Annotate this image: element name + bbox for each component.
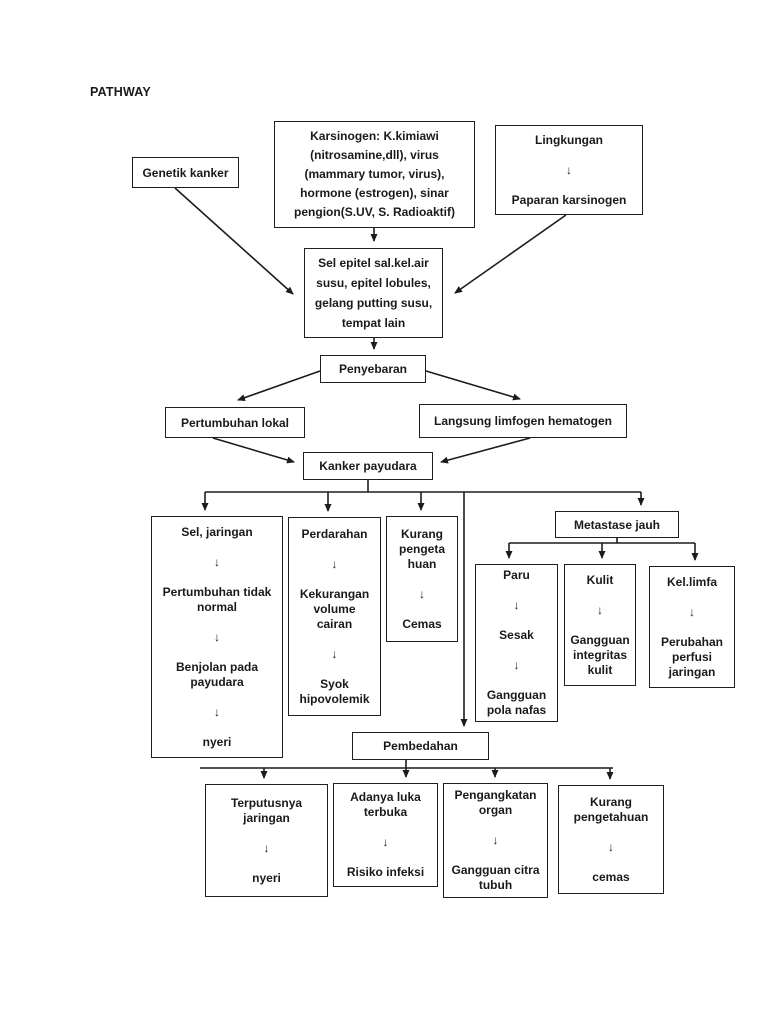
- node-sel-epitel: Sel epitel sal.kel.air susu, epitel lobu…: [304, 248, 443, 338]
- node-lingkungan: Lingkungan ↓ Paparan karsinogen: [495, 125, 643, 215]
- node-kulit-gangguan-integritas: Kulit ↓ Gangguan integritas kulit: [564, 564, 636, 686]
- page-title: PATHWAY: [90, 85, 151, 99]
- node-paru-gangguan-pola-nafas: Paru ↓ Sesak ↓ Gangguan pola nafas: [475, 564, 558, 722]
- node-terputusnya-jaringan-nyeri: Terputusnya jaringan ↓ nyeri: [205, 784, 328, 897]
- node-kurang-pengetahuan-cemas-2: Kurang pengetahuan ↓ cemas: [558, 785, 664, 894]
- node-pembedahan: Pembedahan: [352, 732, 489, 760]
- node-genetik-kanker: Genetik kanker: [132, 157, 239, 188]
- node-sel-jaringan-nyeri: Sel, jaringan ↓ Pertumbuhan tidak normal…: [151, 516, 283, 758]
- node-kurang-pengetahuan-cemas: Kurang pengeta huan ↓ Cemas: [386, 516, 458, 642]
- node-metastase-jauh: Metastase jauh: [555, 511, 679, 538]
- node-penyebaran: Penyebaran: [320, 355, 426, 383]
- node-langsung-limfogen-hematogen: Langsung limfogen hematogen: [419, 404, 627, 438]
- node-perdarahan-syok-hipovolemik: Perdarahan ↓ Kekurangan volume cairan ↓ …: [288, 517, 381, 716]
- node-kanker-payudara: Kanker payudara: [303, 452, 433, 480]
- node-karsinogen: Karsinogen: K.kimiawi (nitrosamine,dll),…: [274, 121, 475, 228]
- node-kel-limfa-perfusi-jaringan: Kel.limfa ↓ Perubahan perfusi jaringan: [649, 566, 735, 688]
- node-pengangkatan-organ-citra-tubuh: Pengangkatan organ ↓ Gangguan citra tubu…: [443, 783, 548, 898]
- node-pertumbuhan-lokal: Pertumbuhan lokal: [165, 407, 305, 438]
- node-adanya-luka-risiko-infeksi: Adanya luka terbuka ↓ Risiko infeksi: [333, 783, 438, 887]
